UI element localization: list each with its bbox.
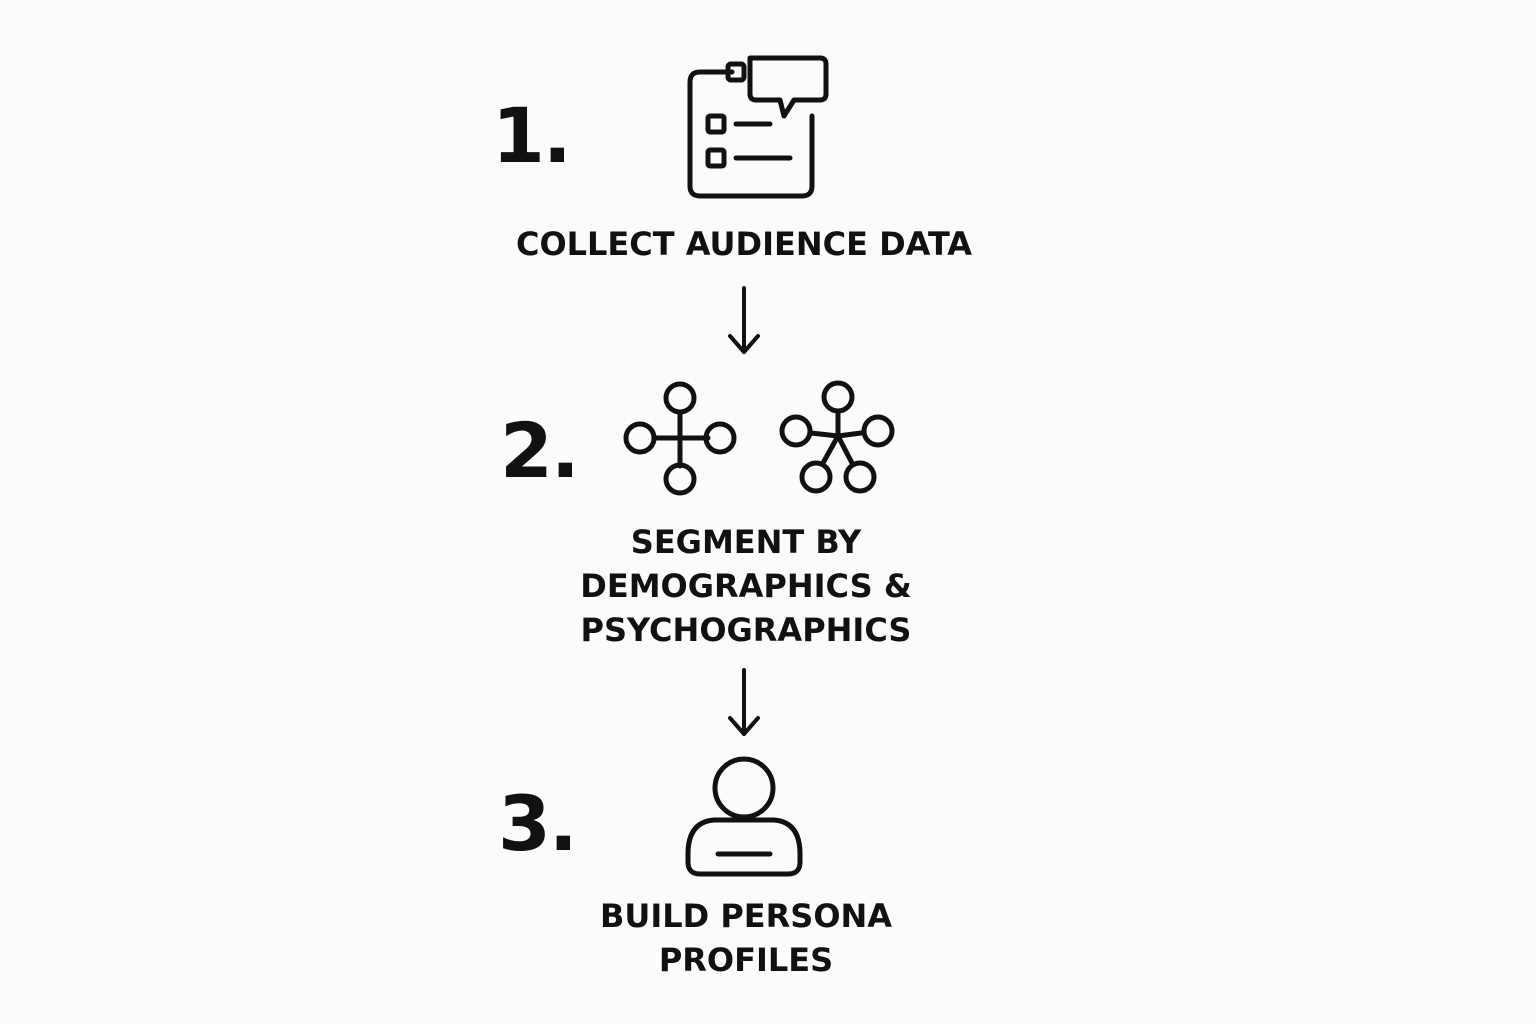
step-2-label: SEGMENT BY DEMOGRAPHICS & PSYCHOGRAPHICS: [580, 523, 912, 649]
cross-network-icon: [623, 381, 737, 496]
down-arrow-1: [728, 286, 760, 354]
step-1-number: 1.: [492, 91, 572, 180]
radial-network-icon: [779, 380, 895, 494]
step-2-number: 2.: [500, 406, 580, 495]
person-profile-icon: [685, 756, 803, 877]
step-3-label: BUILD PERSONA PROFILES: [599, 897, 893, 979]
step-3-number: 3.: [498, 779, 578, 868]
down-arrow-2: [728, 668, 760, 736]
step-1-label: COLLECT AUDIENCE DATA: [515, 225, 973, 263]
survey-clipboard-chat-icon: [687, 55, 829, 199]
